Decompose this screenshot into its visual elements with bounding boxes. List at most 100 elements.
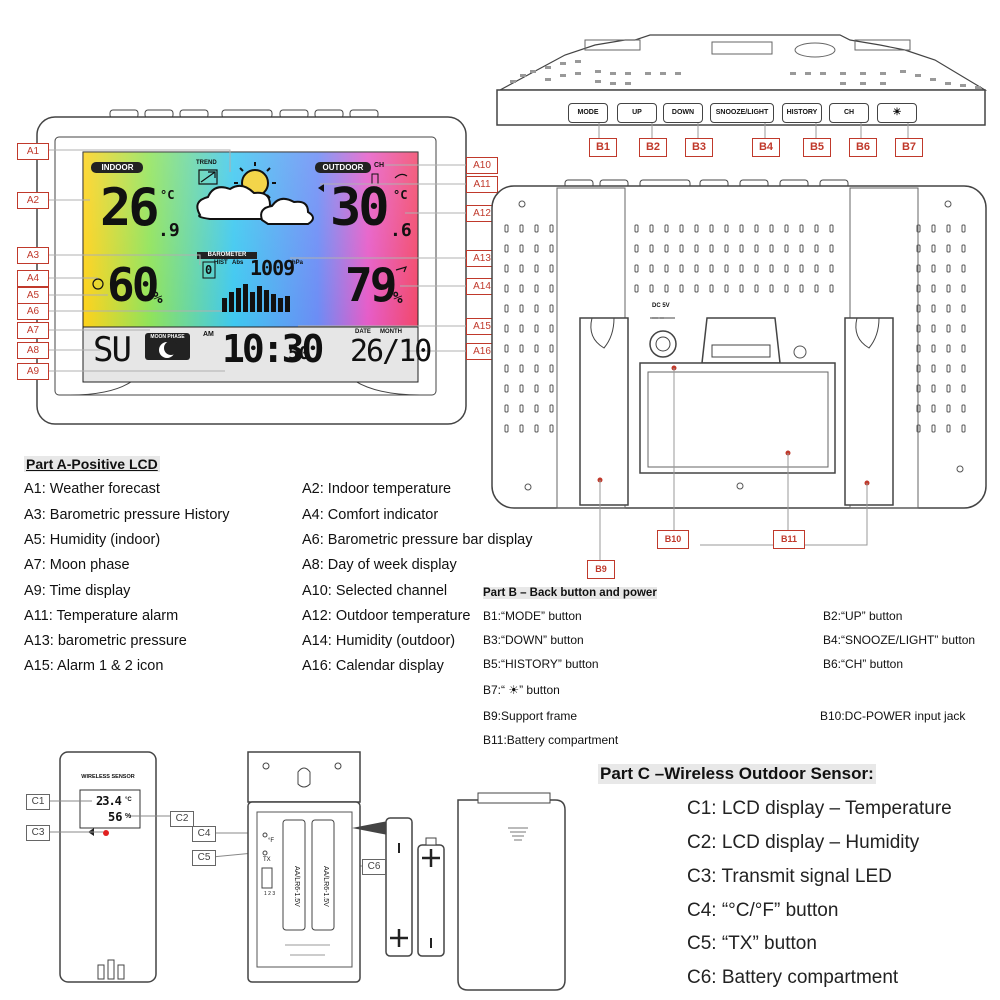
part-a-item: A3: Barometric pressure History (24, 507, 230, 523)
sensor-label: WIRELESS SENSOR (81, 774, 135, 780)
part-a-item: A10: Selected channel (302, 583, 448, 599)
history-digit: 0 (205, 263, 213, 277)
part-a-item: A1: Weather forecast (24, 481, 160, 497)
tag-c3: C3 (26, 825, 50, 841)
tx-switch-label: TX (263, 857, 271, 863)
pressure-value: 1009 (250, 256, 295, 280)
tag-b4: B4 (752, 138, 780, 157)
tag-a11: A11 (466, 176, 498, 193)
tag-c4: C4 (192, 826, 216, 842)
tag-a4: A4 (17, 270, 49, 287)
day-of-week: SU (93, 330, 132, 370)
seconds-display: 50 (288, 343, 310, 364)
sensor-humidity: 56 (108, 810, 123, 824)
part-a-item: A13: barometric pressure (24, 633, 187, 649)
front-unit-svg (33, 109, 467, 425)
part-a-item: A12: Outdoor temperature (302, 608, 471, 624)
tag-b9: B9 (587, 560, 615, 579)
snooze-light-button[interactable]: SNOOZE/LIGHT (710, 103, 774, 123)
indoor-temp-decimal: .9 (158, 220, 180, 241)
barometer-label: BAROMETER (207, 252, 247, 258)
part-a-item: A14: Humidity (outdoor) (302, 633, 456, 649)
tag-b1: B1 (589, 138, 617, 157)
part-a-heading: Part A-Positive LCD (24, 456, 160, 472)
part-b-item: B1:“MODE” button (483, 609, 582, 623)
channel-label: CH (374, 162, 385, 169)
part-a-item: A15: Alarm 1 & 2 icon (24, 658, 164, 674)
battery-label-2: AA/LR6-1.5V (322, 866, 329, 907)
indoor-humidity: 60 (107, 258, 159, 312)
light-button[interactable]: ☀ (877, 103, 917, 123)
part-b-heading: Part B – Back button and power (483, 587, 657, 599)
part-c-item: C4: “°C/°F” button (687, 900, 839, 921)
part-a-item: A11: Temperature alarm (24, 608, 179, 624)
up-button[interactable]: UP (617, 103, 657, 123)
sensor-temp: 23.4 (96, 794, 122, 808)
month-label: MONTH (380, 329, 402, 335)
hist-label: HIST (214, 260, 228, 266)
tag-b2: B2 (639, 138, 667, 157)
part-a-item: A2: Indoor temperature (302, 481, 452, 497)
tag-a5: A5 (17, 287, 49, 304)
part-a-item: A6: Barometric pressure bar display (302, 532, 533, 548)
tag-a8: A8 (17, 342, 49, 359)
ch-button[interactable]: CH (829, 103, 869, 123)
part-b-item: B11:Battery compartment (483, 733, 619, 747)
part-c-item: C2: LCD display – Humidity (687, 832, 920, 853)
part-b-item: B4:“SNOOZE/LIGHT” button (823, 633, 976, 647)
tag-c2: C2 (170, 811, 194, 827)
date-label: DATE (355, 329, 371, 335)
abs-label: Abs (232, 260, 244, 266)
indoor-label: INDOOR (101, 163, 134, 172)
part-a-item: A4: Comfort indicator (302, 507, 439, 523)
part-b-item: B6:“CH” button (823, 657, 904, 671)
tag-c6: C6 (362, 859, 386, 875)
sensor-humidity-unit: % (125, 813, 132, 820)
part-c-item: C3: Transmit signal LED (687, 866, 892, 887)
tag-c1: C1 (26, 794, 50, 810)
sensor-temp-unit: °C (125, 797, 132, 803)
indoor-temp: 26 (100, 178, 160, 238)
moon-phase-label: MOON PHASE (150, 334, 185, 340)
tag-b10: B10 (657, 530, 689, 549)
tag-b11: B11 (773, 530, 805, 549)
part-b-item: B2:“UP” button (823, 609, 903, 623)
part-c-item: C5: “TX” button (687, 933, 817, 954)
part-b-item: B5:“HISTORY” button (483, 657, 599, 671)
tag-a3: A3 (17, 247, 49, 264)
indoor-temp-unit: °C (160, 188, 175, 202)
channel-switch-label: 1 2 3 (264, 891, 276, 897)
battery-label-1: AA/LR6-1.5V (293, 866, 300, 907)
tag-b5: B5 (803, 138, 831, 157)
part-c-item: C1: LCD display – Temperature (687, 798, 952, 819)
pressure-unit: hPa (292, 260, 304, 266)
part-a-item: A8: Day of week display (302, 557, 457, 573)
tag-b6: B6 (849, 138, 877, 157)
mode-button[interactable]: MODE (568, 103, 608, 123)
tag-a7: A7 (17, 322, 49, 339)
part-a-item: A16: Calendar display (302, 658, 444, 674)
part-a-item: A9: Time display (24, 583, 131, 599)
outdoor-temp-decimal: .6 (390, 220, 412, 241)
indoor-humidity-unit: % (153, 288, 163, 307)
down-button[interactable]: DOWN (663, 103, 703, 123)
trend-label: TREND (196, 160, 217, 166)
outdoor-temp-unit: °C (393, 188, 408, 202)
part-b-item: B9:Support frame (483, 709, 578, 723)
outdoor-temp: 30 (330, 178, 390, 238)
part-a-item: A5: Humidity (indoor) (24, 532, 161, 548)
tag-a10: A10 (466, 157, 498, 174)
part-b-item: B7:“ ☀” button (483, 683, 560, 697)
tag-c5: C5 (192, 850, 216, 866)
tag-a6: A6 (17, 303, 49, 320)
part-b-item: B3:“DOWN” button (483, 633, 584, 647)
dc-label: DC 5V (652, 303, 670, 309)
outdoor-humidity-unit: % (393, 288, 403, 307)
history-button[interactable]: HISTORY (782, 103, 822, 123)
tag-a1: A1 (17, 143, 49, 160)
tag-b3: B3 (685, 138, 713, 157)
part-c-heading: Part C –Wireless Outdoor Sensor: (598, 764, 876, 784)
part-b-item: B10:DC-POWER input jack (820, 709, 966, 723)
sensor-svg (46, 751, 566, 991)
outdoor-humidity: 79 (345, 258, 397, 312)
